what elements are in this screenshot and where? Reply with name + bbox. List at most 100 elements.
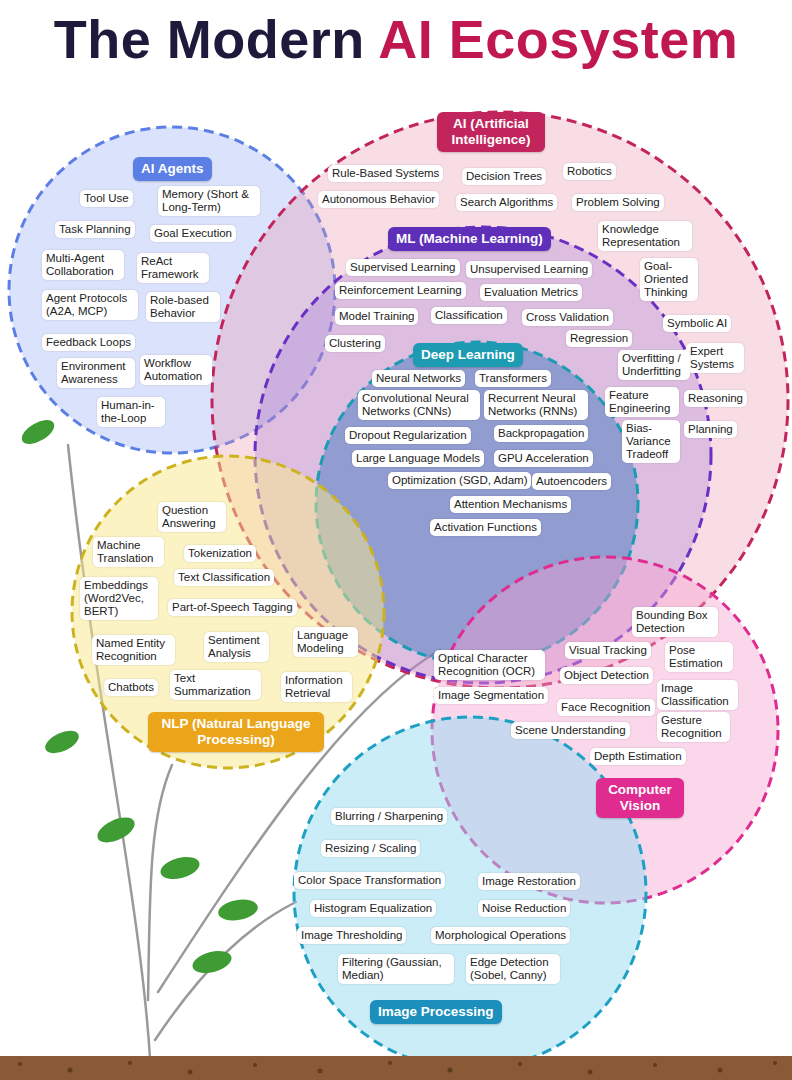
topic-text: ReAct Framework [141,255,205,281]
domain-circle: NLP (Natural Language Processing)Questio… [70,454,386,770]
topic-text: Rule-Based Systems [332,167,439,180]
soil-dot [388,1061,392,1065]
topic-chip: Edge Detection (Sobel, Canny) [466,954,560,984]
topic-text: Morphological Operations [435,929,566,942]
topic-text: Unsupervised Learning [470,263,588,276]
topic-chip: Robotics [563,163,616,180]
topic-text: Reinforcement Learning [339,284,462,297]
topic-text: Role-based Behavior [150,294,216,320]
topic-chip: Human-in-the-Loop [97,397,165,427]
topic-chip: Visual Tracking [565,642,651,659]
topic-text: Feedback Loops [46,336,131,349]
soil-dot [18,1062,22,1066]
topic-chip: Large Language Models [352,450,484,467]
topic-chip: Reinforcement Learning [335,282,466,299]
topic-chip: Recurrent Neural Networks (RNNs) [484,390,588,420]
topic-text: Reasoning [688,392,743,405]
plant-leaf [94,812,139,847]
topic-chip: Part-of-Speech Tagging [168,599,297,616]
topic-text: Overfitting / Underfitting [622,352,686,378]
topic-chip: Machine Translation [93,537,164,567]
topic-chip: Problem Solving [572,194,664,211]
topic-text: Edge Detection (Sobel, Canny) [470,956,556,982]
topic-text: Image Thresholding [301,929,402,942]
topic-text: Language Modeling [297,629,354,655]
soil-dot [68,1068,73,1073]
topic-text: Visual Tracking [569,644,647,657]
topic-chip: Optical Character Recognition (OCR) [434,650,545,680]
topic-chip: Goal-Oriented Thinking [640,258,698,301]
topic-chip: Text Summarization [170,670,261,700]
topic-text: Bias-Variance Tradeoff [626,422,676,461]
topic-chip: Scene Understanding [511,722,630,739]
circle-heading: Image Processing [370,1000,502,1024]
topic-text: Search Algorithms [460,196,553,209]
topic-chip: Workflow Automation [140,355,212,385]
topic-text: Recurrent Neural Networks (RNNs) [488,392,584,418]
topic-text: Pose Estimation [669,644,729,670]
plant-leaf [217,897,260,924]
topic-chip: Sentiment Analysis [204,632,269,662]
topic-chip: Expert Systems [686,343,744,373]
soil-dot [253,1063,257,1067]
plant-leaf [158,853,202,883]
topic-chip: Language Modeling [293,627,358,657]
topic-chip: Text Classification [174,569,274,586]
topic-chip: Image Classification [657,680,738,710]
soil-dot [128,1061,132,1065]
topic-chip: Tool Use [80,190,133,207]
domain-circle: Image Processing Blurring / SharpeningRes… [292,715,648,1071]
topic-chip: Backpropagation [494,425,588,442]
topic-chip: Information Retrieval [281,672,352,702]
topic-chip: Rule-Based Systems [328,165,443,182]
topic-chip: Bias-Variance Tradeoff [622,420,680,463]
topic-text: Autoencoders [536,475,607,488]
topic-text: Model Training [339,310,414,323]
circle-shape [294,717,646,1069]
topic-text: Planning [688,423,733,436]
topic-text: Named Entity Recognition [96,637,171,663]
topic-chip: Task Planning [55,221,135,238]
circle-shape [72,456,384,768]
soil-dot [588,1070,593,1075]
topic-chip: Named Entity Recognition [92,635,175,665]
topic-chip: Transformers [475,370,551,387]
topic-text: Goal Execution [154,227,232,240]
topic-text: Multi-Agent Collaboration [46,252,120,278]
topic-text: Color Space Transformation [298,874,441,887]
circle-heading: ML (Machine Learning) [388,227,551,251]
ground-soil [0,1056,792,1080]
topic-chip: Attention Mechanisms [450,496,571,513]
topic-chip: Autoencoders [532,473,611,490]
topic-chip: Blurring / Sharpening [331,808,447,825]
topic-text: Embeddings (Word2Vec, BERT) [84,579,154,618]
topic-chip: Goal Execution [150,225,236,242]
topic-text: Text Classification [178,571,270,584]
topic-text: Feature Engineering [609,389,675,415]
topic-text: Regression [570,332,628,345]
topic-text: Machine Translation [97,539,160,565]
topic-text: Symbolic AI [667,317,727,330]
topic-text: Chatbots [108,681,154,694]
circle-heading: Computer Vision [596,778,684,818]
plant-stem [155,902,296,1040]
topic-text: Neural Networks [376,372,461,385]
topic-chip: Neural Networks [372,370,465,387]
topic-chip: Filtering (Gaussian, Median) [338,954,454,984]
topic-text: Cross Validation [526,311,609,324]
topic-chip: Morphological Operations [431,927,570,944]
topic-chip: Optimization (SGD, Adam) [388,472,531,489]
plant-leaf [190,947,234,977]
topic-chip: Environment Awareness [57,358,135,388]
topic-chip: Knowledge Representation [598,221,692,251]
topic-chip: Image Thresholding [297,927,406,944]
topic-chip: Image Segmentation [434,687,548,704]
topic-text: Gesture Recognition [661,714,726,740]
topic-text: Resizing / Scaling [325,842,416,855]
topic-text: Workflow Automation [144,357,208,383]
topic-chip: Face Recognition [557,699,655,716]
topic-text: GPU Acceleration [498,452,589,465]
topic-chip: Cross Validation [522,309,613,326]
topic-text: Evaluation Metrics [484,286,578,299]
